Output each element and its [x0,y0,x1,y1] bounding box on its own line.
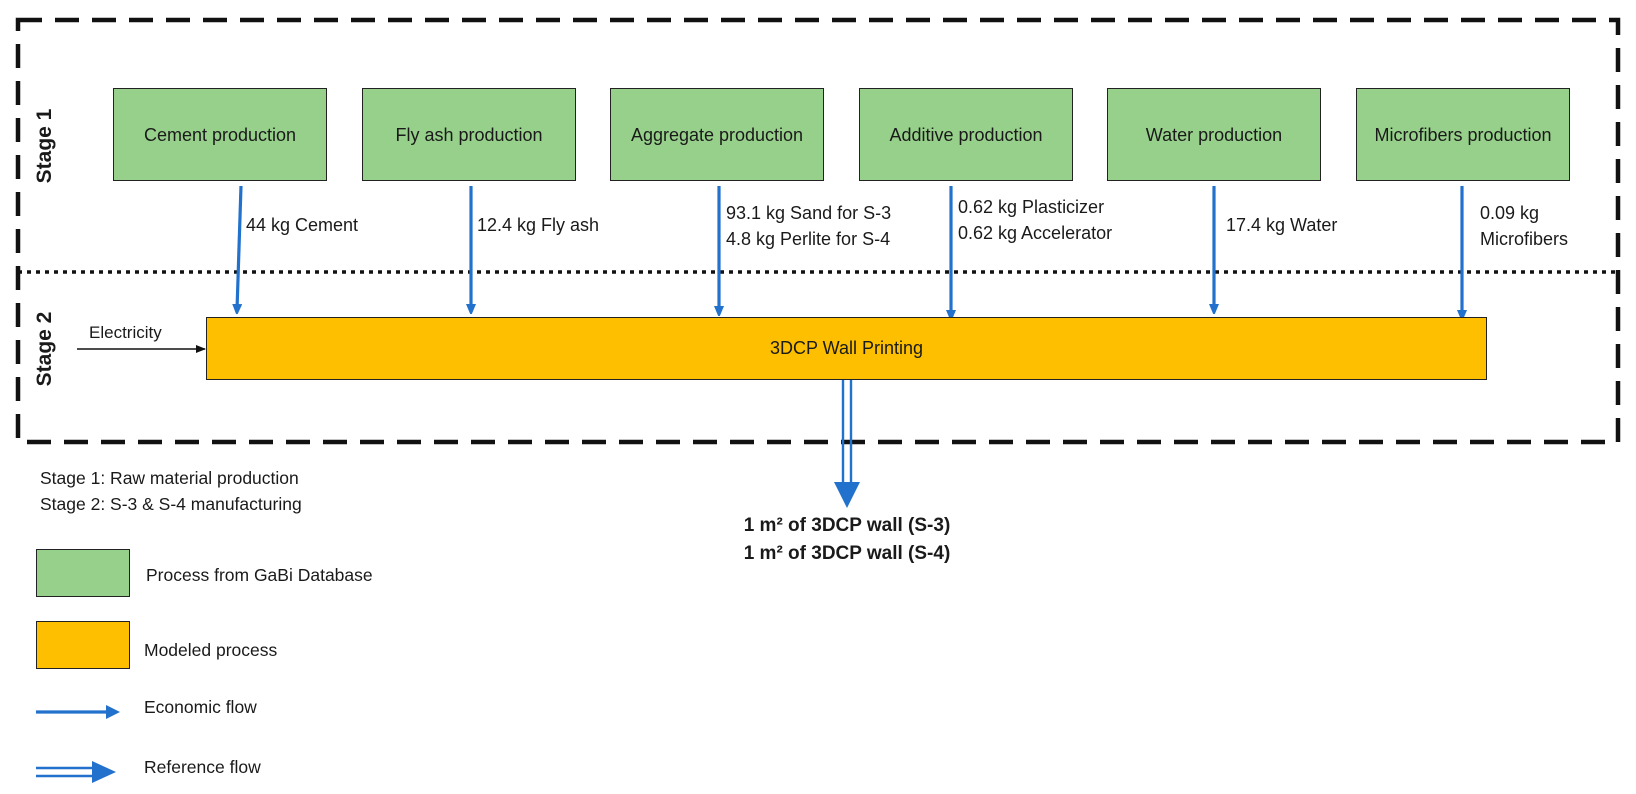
stage-1-label: Stage 1 [33,108,56,184]
legend-reference-flow-icon [36,761,116,783]
flow-label-microfibers: 0.09 kg Microfibers [1480,200,1568,252]
stage-note: Stage 1: Raw material production [40,468,299,488]
process-microfibers: Microfibers production [1356,88,1570,181]
legend-gabi-label: Process from GaBi Database [146,565,373,585]
flow-label-water: 17.4 kg Water [1226,215,1338,235]
process-additive: Additive production [859,88,1073,181]
legend-gabi-swatch [36,549,130,597]
electricity-label: Electricity [89,323,162,342]
flow-label-line: 0.09 kg [1480,203,1540,223]
process-water: Water production [1107,88,1321,181]
flow-label-line: 4.8 kg Perlite for S-4 [726,229,891,249]
reference-output: 1 m² of 3DCP wall (S-3) 1 m² of 3DCP wal… [697,512,997,568]
flow-label-additive: 0.62 kg Plasticizer 0.62 kg Accelerator [958,194,1112,246]
flow-arrow-cement [237,185,243,310]
stage-notes: Stage 1: Raw material production Stage 2… [40,465,302,517]
legend-economic-label: Economic flow [144,697,257,717]
flow-label-line: 0.62 kg Accelerator [958,223,1113,243]
flow-label-line: Microfibers [1480,229,1569,249]
legend-economic-flow-icon [36,705,120,719]
flow-label-line: 0.62 kg Plasticizer [958,197,1105,217]
output-line-s3: 1 m² of 3DCP wall (S-3) [743,515,951,536]
flow-label-aggregate: 93.1 kg Sand for S-3 4.8 kg Perlite for … [726,200,891,252]
legend-reference-label: Reference flow [144,757,261,777]
process-cement: Cement production [113,88,327,181]
flow-label-line: 93.1 kg Sand for S-3 [726,203,892,223]
process-3dcp-wall-printing: 3DCP Wall Printing [206,317,1487,380]
stage-note: Stage 2: S-3 & S-4 manufacturing [40,494,302,514]
flow-label-fly-ash: 12.4 kg Fly ash [477,215,600,235]
flow-label-cement: 44 kg Cement [246,215,359,235]
system-boundary [15,17,1621,445]
legend-modeled-label: Modeled process [144,640,278,660]
reference-flow-arrow [834,380,860,508]
process-aggregate: Aggregate production [610,88,824,181]
legend-modeled-swatch [36,621,130,669]
output-line-s4: 1 m² of 3DCP wall (S-4) [743,543,951,564]
stage-2-label: Stage 2 [33,311,56,387]
process-fly-ash: Fly ash production [362,88,576,181]
